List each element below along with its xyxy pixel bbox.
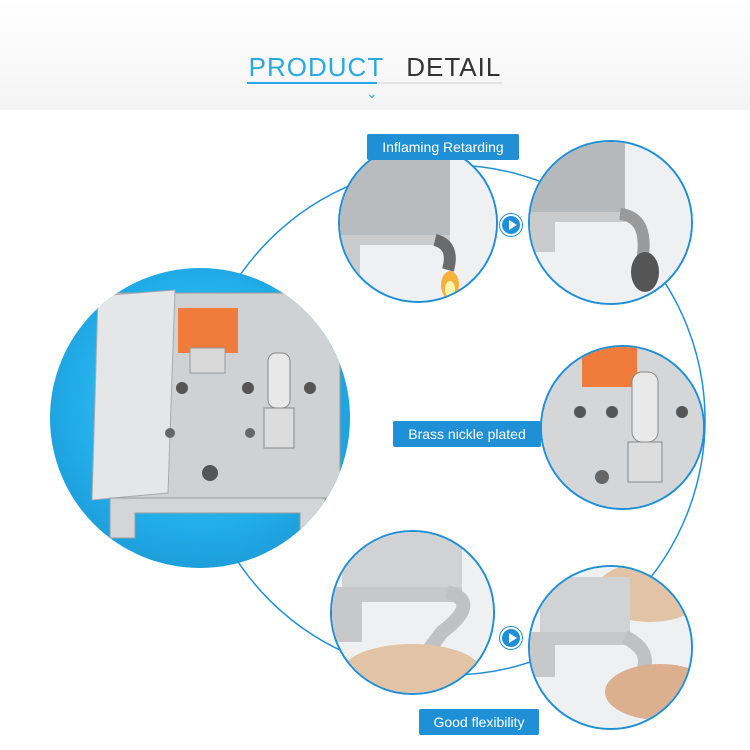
page-title: PRODUCT DETAIL	[0, 52, 750, 83]
title-underline-accent	[247, 82, 377, 84]
detail-image-brass	[540, 345, 705, 510]
detail-image-bend-1	[330, 530, 495, 695]
title-underline	[247, 82, 502, 84]
detail-image-burnt	[528, 140, 693, 305]
label-brass-nickle-plated: Brass nickle plated	[393, 421, 541, 447]
play-arrow-icon	[500, 627, 522, 649]
title-word-product: PRODUCT	[248, 52, 385, 82]
label-inflaming-retarding: Inflaming Retarding	[367, 134, 519, 160]
title-word-detail: DETAIL	[406, 52, 502, 82]
play-arrow-icon	[500, 214, 522, 236]
chevron-down-icon: ⌄	[366, 85, 378, 101]
detail-image-bend-2	[528, 565, 693, 730]
label-good-flexibility: Good flexibility	[419, 709, 539, 735]
detail-image-flame	[338, 143, 498, 303]
header-band	[0, 0, 750, 110]
product-main-image	[50, 268, 350, 568]
